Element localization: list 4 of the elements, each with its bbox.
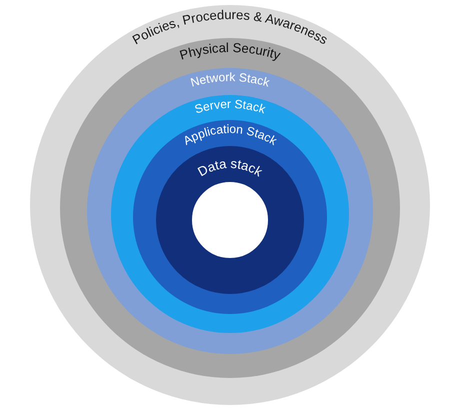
ring-label: Server Stack bbox=[193, 96, 268, 116]
ring-label: Data stack bbox=[195, 156, 266, 180]
ring-label: Physical Security bbox=[178, 40, 282, 63]
ring-label: Network Stack bbox=[188, 70, 272, 90]
